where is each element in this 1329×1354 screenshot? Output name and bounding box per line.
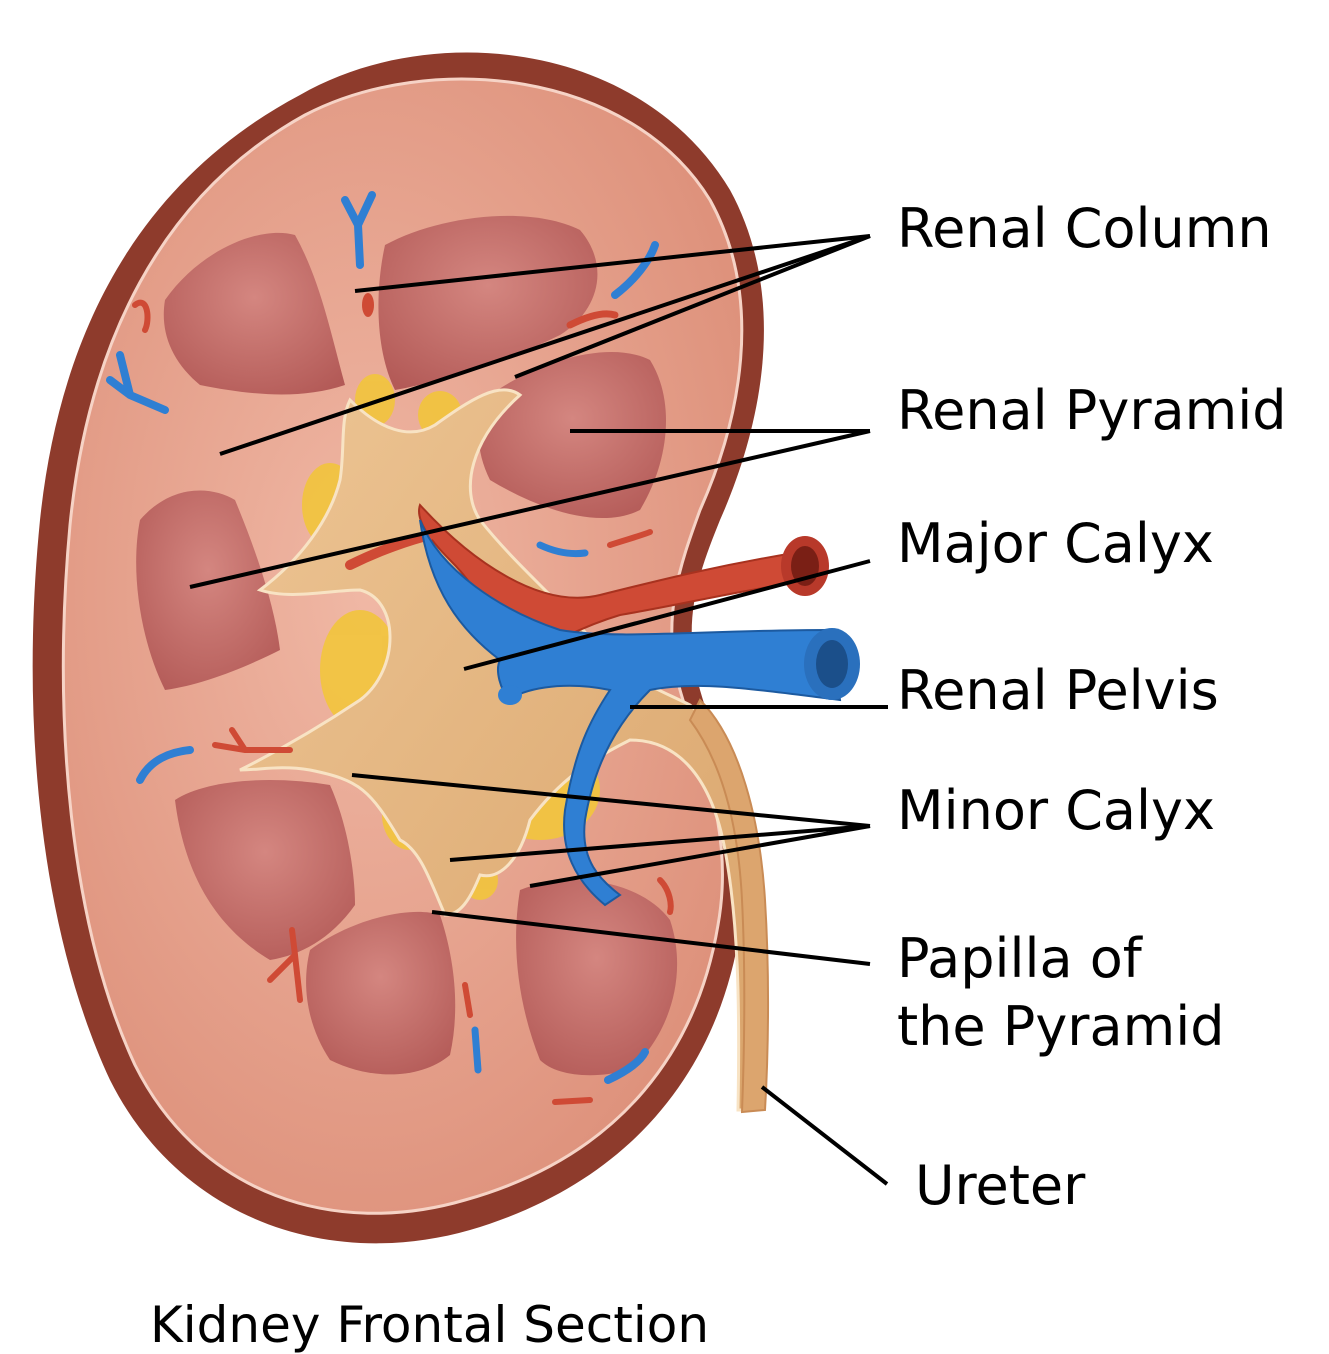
figure-caption: Kidney Frontal Section <box>150 1296 710 1354</box>
ureter <box>688 698 770 1114</box>
leader-major-calyx <box>463 559 871 671</box>
label-ureter: Ureter <box>915 1154 1086 1217</box>
leader-minor-calyx-3 <box>529 824 871 888</box>
pyramid-left <box>136 490 280 690</box>
leader-renal-pyramid-2 <box>189 429 871 589</box>
label-papilla-of-the-pyramid: Papilla of the Pyramid <box>897 925 1224 1060</box>
pyramid-upper-right <box>478 352 667 519</box>
pyramid-top <box>378 215 598 390</box>
pyramid-lower-right <box>516 880 678 1076</box>
leader-minor-calyx-2 <box>449 824 871 862</box>
renal-pyramids <box>136 215 678 1076</box>
leader-renal-column-2 <box>514 234 871 379</box>
pyramid-lower-left <box>175 780 355 960</box>
leader-ureter <box>760 1085 889 1186</box>
label-minor-calyx: Minor Calyx <box>897 779 1215 842</box>
leader-renal-column-1 <box>354 234 871 293</box>
label-major-calyx: Major Calyx <box>897 512 1214 575</box>
renal-pelvis <box>239 388 760 1112</box>
label-papilla-line-1: Papilla of <box>897 927 1142 990</box>
leader-minor-calyx-1 <box>351 773 871 828</box>
label-renal-pelvis: Renal Pelvis <box>897 659 1219 722</box>
interlobar-vessels <box>106 191 674 1105</box>
leader-papilla <box>431 910 871 966</box>
label-renal-pyramid: Renal Pyramid <box>897 379 1287 442</box>
leader-lines <box>189 234 889 1186</box>
label-papilla-line-2: the Pyramid <box>897 994 1225 1058</box>
leader-renal-column-3 <box>219 234 871 456</box>
pyramid-upper-left <box>163 232 345 395</box>
renal-vein <box>419 519 860 907</box>
pyramid-bottom <box>306 911 456 1075</box>
label-renal-column: Renal Column <box>897 197 1272 260</box>
